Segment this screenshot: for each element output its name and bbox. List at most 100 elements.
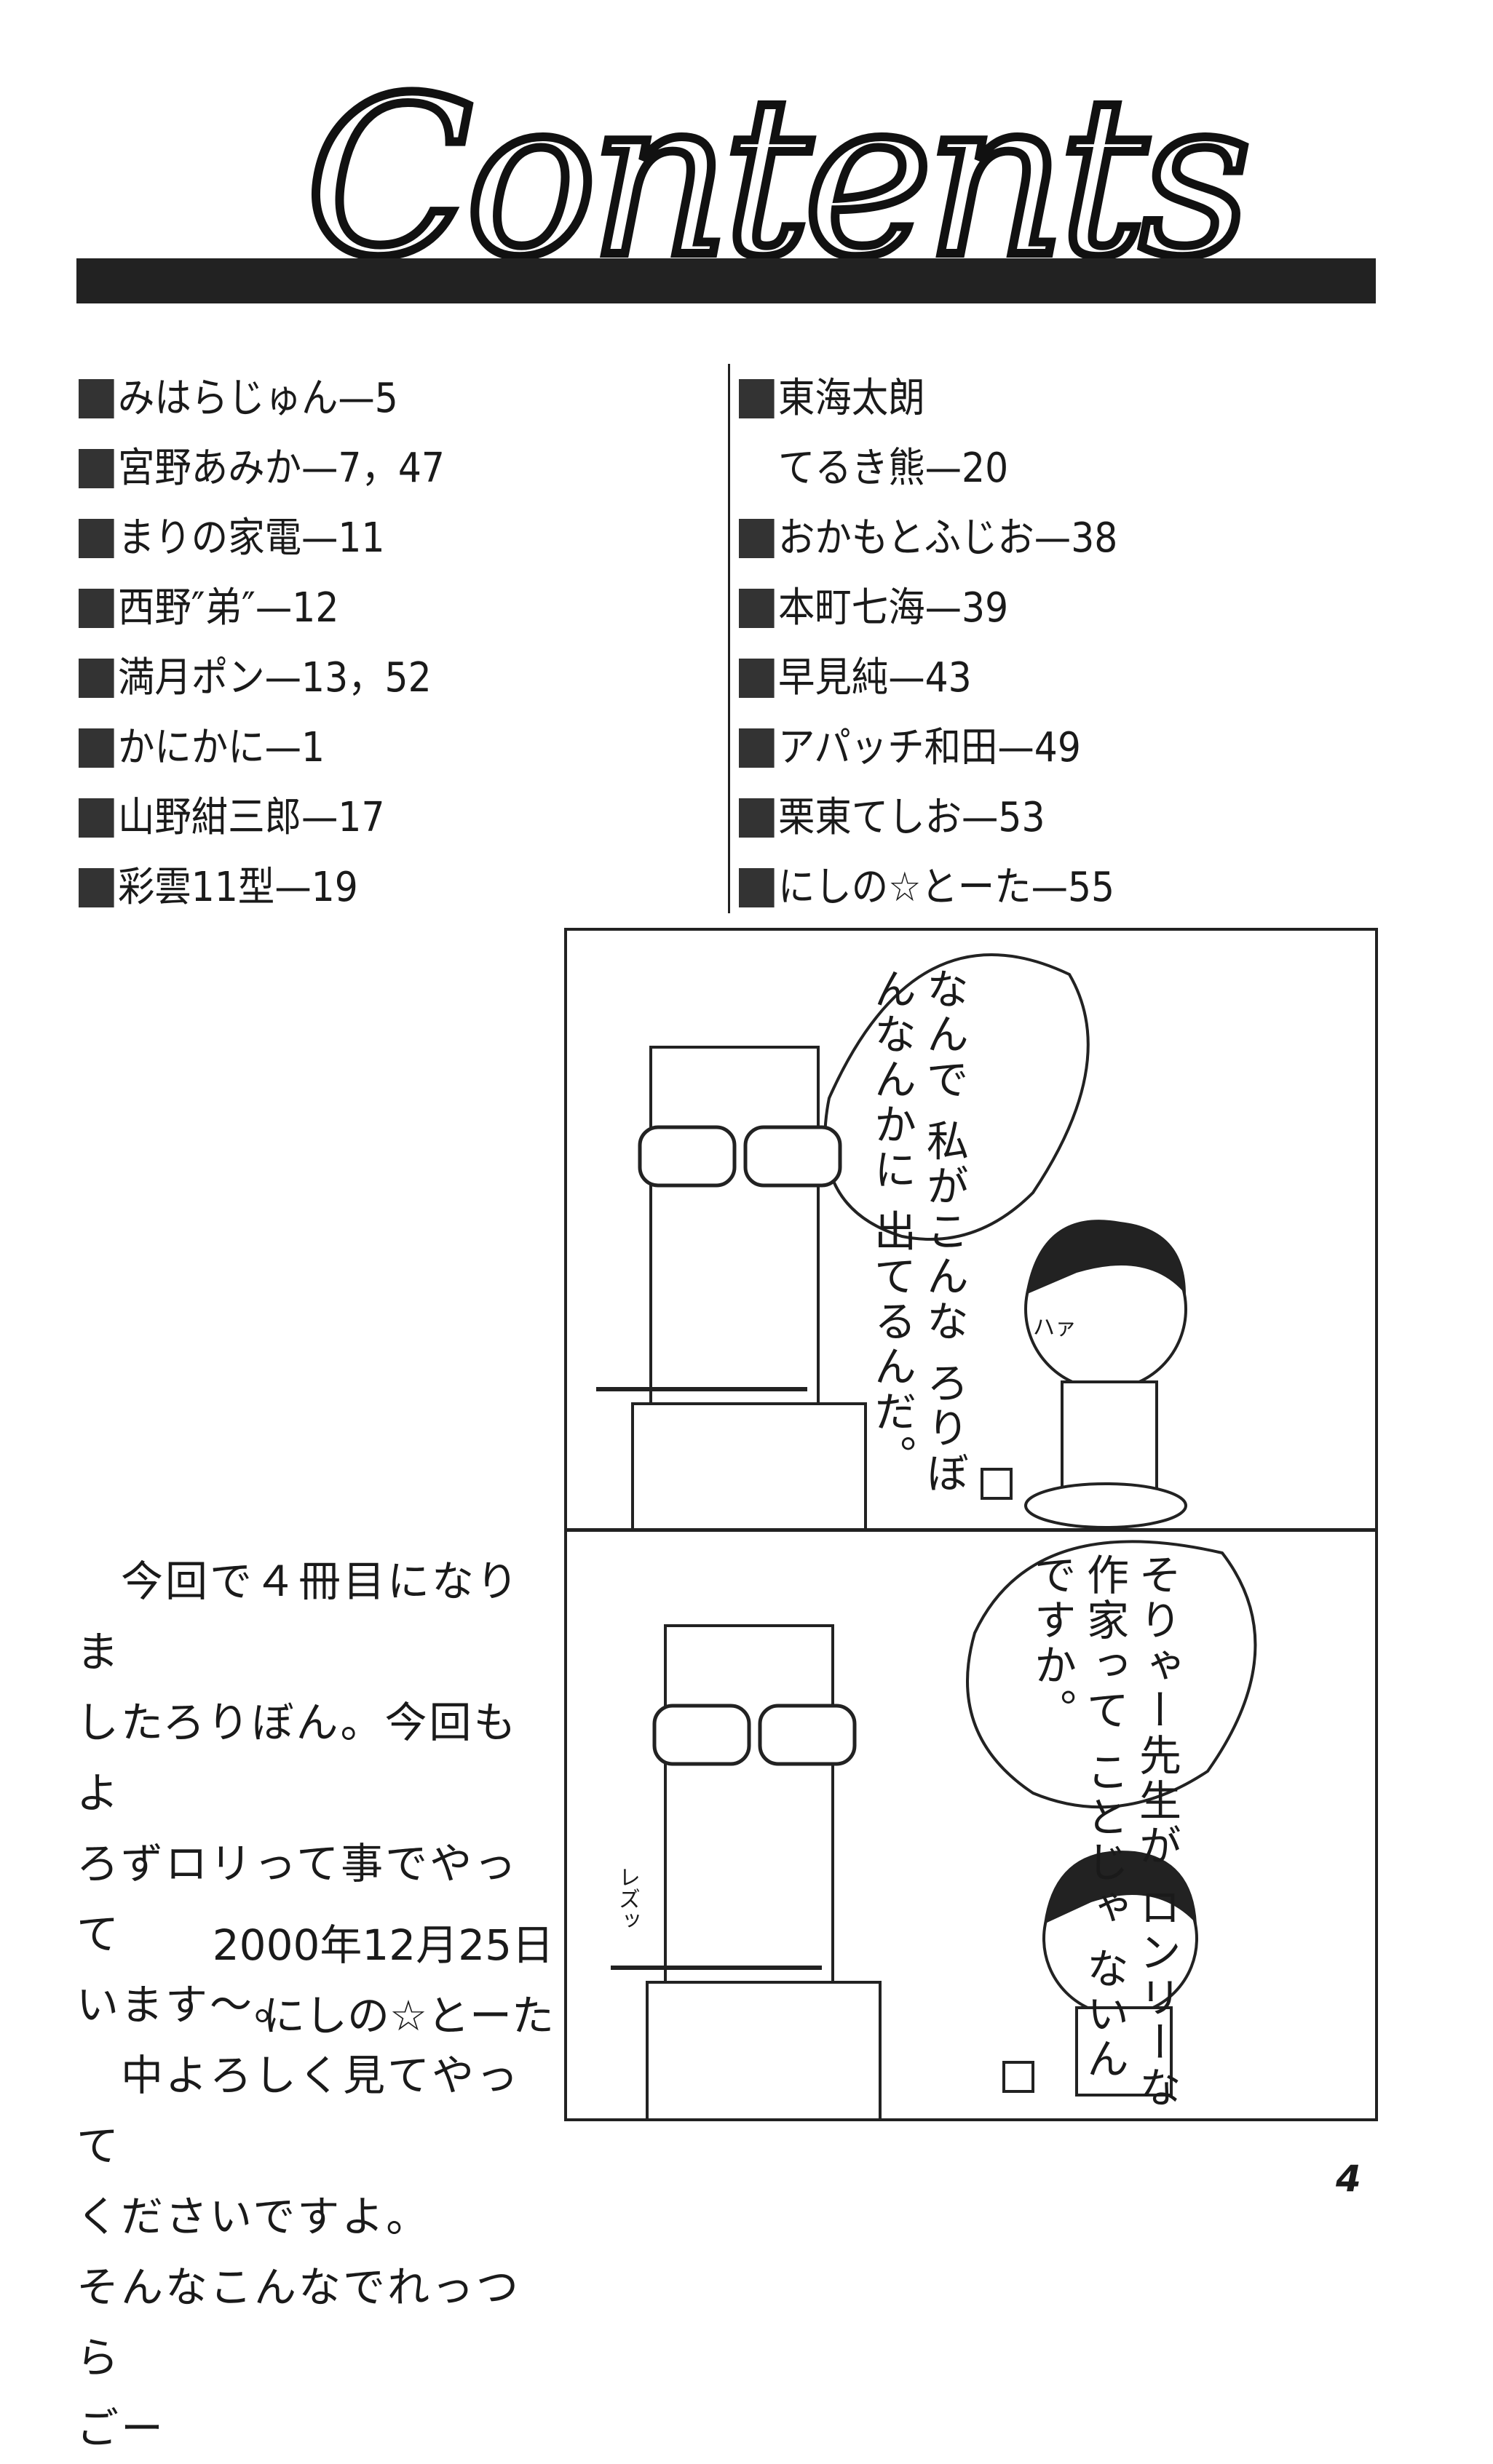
note-line: くださいですよ。 (76, 2192, 431, 2241)
bullet-square-icon (739, 728, 775, 768)
entry-pages: 12 (292, 584, 339, 632)
entry-author: アパッチ和田 (778, 724, 998, 771)
man-head (664, 1624, 834, 1991)
entry-pages: 39 (962, 584, 1009, 632)
entry-separator: — (888, 654, 925, 702)
contents-entry: 山野紺三郎—17 (79, 783, 445, 853)
entry-separator: — (301, 445, 338, 492)
comic-panel-2: そりゃー先生が ロンリーな 作家って ことじゃ ないんですか。 レズッ (564, 1528, 1378, 2121)
entry-author: かにかに (118, 724, 265, 771)
girl-body (1061, 1380, 1158, 1500)
bullet-square-icon (79, 868, 114, 907)
contents-entry: 西野″弟″—12 (79, 573, 445, 643)
bullet-square-icon (739, 449, 775, 488)
girl-body (1075, 2006, 1173, 2097)
panel-1-sfx: ハァ (1033, 1315, 1077, 1340)
panel-2-sfx: レズッ (614, 1866, 640, 1931)
entry-pages: 38 (1071, 514, 1118, 562)
entry-author: 宮野あみか (118, 445, 301, 492)
entry-author: 彩雲11型 (118, 864, 275, 911)
glasses-right (758, 1704, 857, 1766)
entry-separator: — (264, 654, 301, 702)
entry-author: 栗東てしお (778, 794, 962, 841)
entry-author: 山野紺三郎 (118, 794, 301, 841)
entry-author: 東海太朗 (778, 375, 925, 422)
note-line: います～。 (76, 1980, 299, 2030)
bullet-square-icon (739, 519, 775, 558)
bullet-square-icon (739, 379, 775, 418)
entry-author: まりの家電 (118, 514, 301, 562)
entry-pages: 7，47 (338, 445, 445, 492)
note-line: そんなこんなでれっつら (76, 2262, 521, 2382)
entry-author: 本町七海 (778, 584, 925, 632)
comic-panel-1: なんで 私がこんな ろりぼんなんかに 出てるんだ。 ハァ (564, 928, 1378, 1532)
man-body (631, 1402, 867, 1529)
panel-1-drawing (596, 953, 1187, 1529)
entry-separator: — (962, 794, 999, 841)
note-date: 2000年12月25日 (212, 1920, 554, 1970)
note-line: ごー (76, 2404, 166, 2453)
entry-pages: 55 (1067, 864, 1115, 911)
entry-pages: 11 (338, 514, 385, 562)
bullet-square-icon (79, 589, 114, 628)
entry-author: おかもとふじお (778, 514, 1034, 562)
bullet-square-icon (79, 379, 114, 418)
contents-entry: かにかに—1 (79, 713, 445, 783)
panel-1-speech: なんで 私がこんな ろりぼんなんかに 出てるんだ。 (867, 967, 969, 1496)
entry-author: 西野″弟″ (118, 584, 256, 632)
contents-entry: てるき熊—20 (739, 434, 1117, 504)
entry-pages: 53 (998, 794, 1045, 841)
bullet-square-icon (739, 659, 775, 698)
bullet-square-icon (739, 798, 775, 838)
entry-author: 満月ポン (118, 654, 265, 702)
note-author: にしの☆とーた (263, 1991, 554, 2040)
entry-separator: — (1034, 514, 1072, 562)
speech-bubble (966, 1540, 1257, 1809)
signature-block: 2000年12月25日 にしの☆とーた (213, 1910, 554, 2051)
contents-entry: 宮野あみか—7，47 (79, 434, 445, 504)
panel-2-speech: そりゃー先生が ロンリーな 作家って ことじゃ ないんですか。 (1027, 1553, 1181, 2111)
panel-2-drawing (611, 1540, 1257, 2118)
contents-entry: おかもとふじお—38 (739, 504, 1117, 573)
contents-entry: 彩雲11型—19 (79, 853, 445, 923)
bullet-square-icon (79, 449, 114, 488)
title-bar (76, 258, 1376, 303)
entry-pages: 1 (301, 724, 325, 771)
teacup (1002, 2061, 1034, 2093)
entry-separator: — (338, 375, 375, 422)
teacup (981, 1468, 1013, 1500)
note-line: 中よろしく見てやって (76, 2051, 521, 2171)
entry-separator: — (264, 724, 301, 771)
contents-entry: 早見純—43 (739, 643, 1117, 713)
bullet-square-icon (739, 589, 775, 628)
entry-separator: — (924, 445, 962, 492)
entry-pages: 5 (374, 375, 398, 422)
entry-pages: 20 (962, 445, 1009, 492)
glasses-right (743, 1125, 842, 1188)
page-number: 4 (1336, 2158, 1361, 2200)
note-line: ろずロリって事でやって (76, 1839, 519, 1959)
entry-separator: — (255, 584, 293, 632)
entry-separator: — (997, 724, 1034, 771)
entry-pages: 17 (338, 794, 385, 841)
entry-pages: 19 (311, 864, 358, 911)
entry-pages: 49 (1034, 724, 1081, 771)
contents-entry: アパッチ和田—49 (739, 713, 1117, 783)
entry-author: 早見純 (778, 654, 889, 702)
column-divider (728, 364, 730, 913)
entry-pages: 13，52 (301, 654, 432, 702)
bullet-square-icon (79, 798, 114, 838)
contents-entry: にしの☆とーた—55 (739, 853, 1117, 923)
speech-bubble (823, 953, 1090, 1241)
bullet-square-icon (79, 519, 114, 558)
note-line: したろりぼん。今回もよ (76, 1698, 518, 1818)
girl-hair (1026, 1220, 1186, 1295)
glasses-left (638, 1125, 737, 1188)
entry-pages: 43 (924, 654, 972, 702)
note-line: 今回で４冊目になりま (76, 1557, 521, 1677)
entry-separator: — (274, 864, 312, 911)
contents-entry: 栗東てしお—53 (739, 783, 1117, 853)
contents-entry: 東海太朗 (739, 364, 1117, 434)
